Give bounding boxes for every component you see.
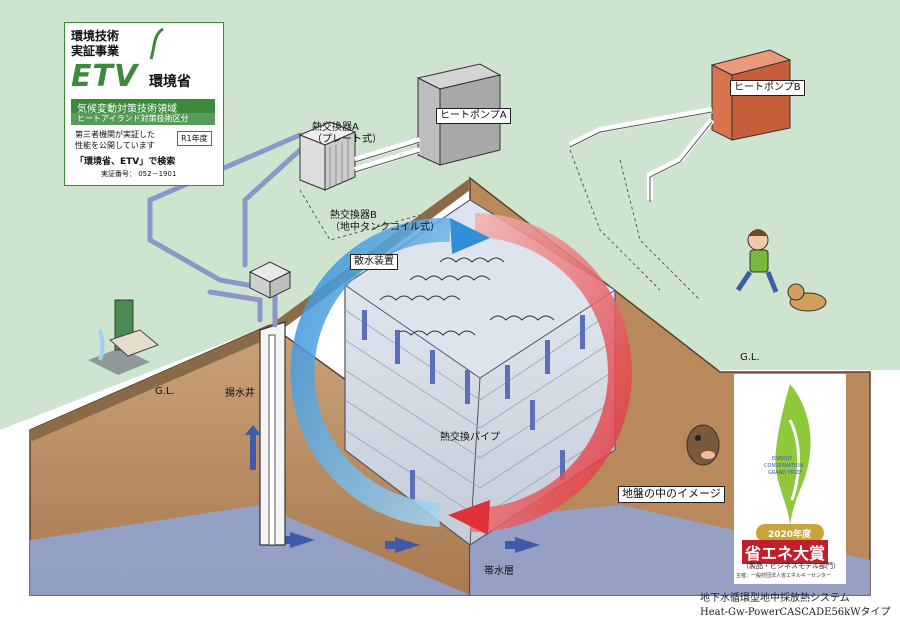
label-heat-pump-a: ヒートポンプA — [436, 108, 511, 124]
label-gl-left: G.L. — [155, 386, 175, 398]
etv-note-line1: 第三者機関が実証した — [75, 129, 155, 140]
label-gl-right: G.L. — [740, 352, 760, 364]
etv-subfield-bar: ヒートアイランド対策技術区分 — [71, 113, 215, 125]
label-heat-exchanger-b-line1: 熱交換器B — [330, 210, 440, 222]
label-heat-exchanger-b: 熱交換器B （地中タンクコイル式） — [330, 210, 440, 233]
label-heat-pump-b: ヒートポンプB — [730, 80, 805, 96]
label-pumping-well: 揚水井 — [225, 388, 255, 400]
energy-conservation-award-badge: ENERGY CONSERVATION GRAND PRIZE 2020年度 省… — [734, 374, 846, 584]
etv-logo: ETV — [71, 59, 138, 94]
award-organizer: 主催：一般財団法人省エネルギーセンター — [736, 572, 831, 579]
etv-cert-number: 実証番号： 052－1901 — [101, 169, 176, 179]
award-emblem-icon — [752, 380, 828, 530]
label-heat-exchange-pipe: 熱交換パイプ — [440, 432, 500, 444]
caption-line1: 地下水循環型地中採放熱システム — [700, 592, 892, 606]
sprout-logo-icon — [145, 27, 167, 61]
label-water-sprinkler: 散水装置 — [350, 254, 398, 270]
award-category: （製品・ビジネスモデル部門） — [742, 561, 840, 571]
etv-note-line2: 性能を公開しています — [75, 140, 155, 151]
mole-illustration — [687, 425, 719, 465]
award-emblem-line2: CONSERVATION — [764, 463, 803, 469]
etv-subfield: ヒートアイランド対策技術区分 — [77, 113, 189, 124]
award-year: 2020年度 — [768, 527, 811, 540]
etv-year-badge: R1年度 — [177, 131, 212, 146]
label-ground-image: 地盤の中のイメージ — [618, 486, 725, 503]
award-emblem-line3: GRAND PRIZE — [768, 470, 802, 476]
etv-field-bar: 気候変動対策技術領域 — [71, 99, 215, 113]
etv-ministry: 環境省 — [149, 71, 191, 91]
etv-program-line2: 実証事業 — [71, 42, 119, 59]
award-emblem-line1: ENERGY — [772, 456, 792, 462]
label-aquifer: 帯水層 — [484, 566, 514, 578]
caption-line2: Heat-Gw-PowerCASCADE56kWタイプ — [700, 606, 892, 620]
etv-search-hint: 「環境省、ETV」で検索 — [75, 154, 175, 167]
label-heat-exchanger-a-line1: 熱交換器A — [312, 122, 382, 134]
label-heat-exchanger-a-line2: （プレート式） — [312, 134, 382, 146]
etv-certification-badge: 環境技術 実証事業 ETV 環境省 気候変動対策技術領域 ヒートアイランド対策技… — [64, 22, 224, 186]
label-heat-exchanger-b-line2: （地中タンクコイル式） — [330, 222, 440, 234]
label-heat-exchanger-a: 熱交換器A （プレート式） — [312, 122, 382, 145]
system-caption: 地下水循環型地中採放熱システム Heat-Gw-PowerCASCADE56kW… — [700, 592, 892, 619]
